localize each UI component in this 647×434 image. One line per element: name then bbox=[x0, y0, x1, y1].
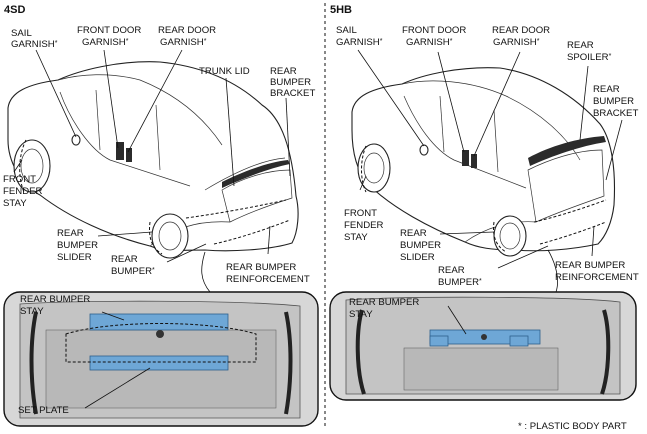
footnote-plastic-body-part: * : PLASTIC BODY PART bbox=[518, 421, 627, 432]
hatchback-sail-garnish-label: SAIL GARNISH* bbox=[336, 25, 383, 48]
sedan-rear-bumper-label: REAR BUMPER* bbox=[111, 254, 155, 277]
sedan-rear-bumper-stay-label: REAR BUMPER STAY bbox=[20, 294, 93, 317]
hatchback-rear-bumper-reinforcement-label: REAR BUMPER REINFORCEMENT bbox=[555, 260, 639, 283]
sedan-front-fender-stay-label: FRONT FENDER STAY bbox=[3, 174, 45, 209]
sedan-rear-door-garnish-label: REAR DOOR GARNISH* bbox=[158, 25, 219, 48]
sedan-rear-bumper-reinforcement-label: REAR BUMPER REINFORCEMENT bbox=[226, 262, 310, 285]
hatchback-rear-bumper-bracket-label: REAR BUMPER BRACKET bbox=[593, 84, 638, 119]
hatchback-rear-bumper-slider-label: REAR BUMPER SLIDER bbox=[400, 228, 444, 263]
hatchback-leader-lines bbox=[357, 49, 623, 269]
sedan-rear-bumper-stay-inset bbox=[3, 251, 319, 427]
header-5hb: 5HB bbox=[330, 4, 352, 16]
hatchback-front-door-garnish-label: FRONT DOOR GARNISH* bbox=[402, 25, 469, 48]
hatchback-rear-door-garnish-label: REAR DOOR GARNISH* bbox=[492, 25, 553, 48]
hatchback-illustration bbox=[351, 67, 616, 257]
sedan-rear-bumper-bracket-label: REAR BUMPER BRACKET bbox=[270, 66, 315, 99]
hatchback-rear-bumper-label: REAR BUMPER* bbox=[438, 265, 482, 288]
hatchback-rear-spoiler-label: REAR SPOILER* bbox=[567, 40, 612, 63]
sedan-trunk-lid-label: TRUNK LID bbox=[199, 66, 250, 77]
sedan-front-door-garnish-label: FRONT DOOR GARNISH* bbox=[77, 25, 144, 48]
sedan-set-plate-label: SET PLATE bbox=[18, 405, 69, 416]
sedan-sail-garnish-label: SAIL GARNISH* bbox=[11, 28, 58, 50]
sedan-illustration bbox=[7, 61, 299, 259]
hatchback-rear-bumper-stay-inset bbox=[329, 249, 637, 401]
hatchback-rear-bumper-stay-label: REAR BUMPER STAY bbox=[349, 297, 422, 320]
hatchback-front-fender-stay-label: FRONT FENDER STAY bbox=[344, 208, 386, 243]
header-4sd: 4SD bbox=[4, 4, 25, 16]
sedan-rear-bumper-slider-label: REAR BUMPER SLIDER bbox=[57, 228, 101, 263]
sedan-leader-lines bbox=[13, 49, 291, 263]
